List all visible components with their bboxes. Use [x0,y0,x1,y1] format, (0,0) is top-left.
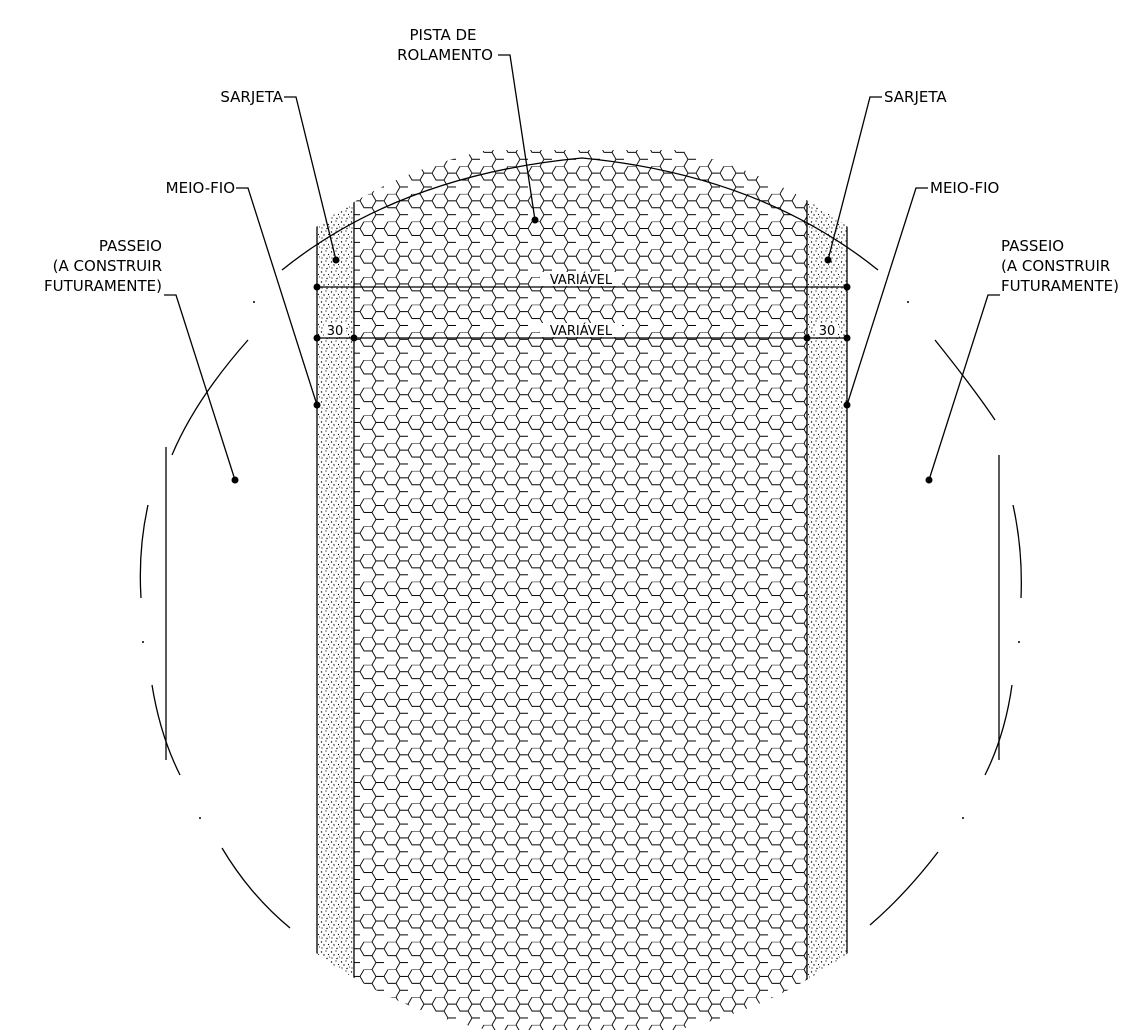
top-width-dimension: VARIÁVEL [550,272,613,288]
passeio-left-label-line2: (A CONSTRUIR [53,257,162,275]
left-gutter-dimension: 30 [327,324,344,339]
pista-label-line1: PISTA DE [409,26,476,44]
dimension-lines: VARIÁVEL VARIÁVEL 30 30 [313,272,851,342]
sarjeta-right-label: SARJETA [884,88,947,106]
meio-fio-right-label: MEIO-FIO [930,179,999,197]
detail-circle [139,157,1022,929]
road-surface [316,150,848,1030]
pista-label-line2: ROLAMENTO [397,46,493,64]
left-curb-gutter-area [317,150,354,1030]
passeio-left-label-line1: PASSEIO [99,237,162,255]
right-curb-gutter-area [807,150,847,1030]
leader-lines [164,54,1000,484]
meio-fio-left-label: MEIO-FIO [166,179,235,197]
sarjeta-left-label: SARJETA [220,88,283,106]
inner-width-dimension: VARIÁVEL [550,323,613,339]
pista-de-rolamento-area [354,150,807,1030]
passeio-right-label-line1: PASSEIO [1001,237,1064,255]
labels: PISTA DE ROLAMENTO SARJETA SARJETA MEIO-… [44,26,1119,295]
passeio-right-label-line2: (A CONSTRUIR [1001,257,1110,275]
passeio-left-label-line3: FUTURAMENTE) [44,277,162,295]
right-gutter-dimension: 30 [819,324,836,339]
passeio-right-label-line3: FUTURAMENTE) [1001,277,1119,295]
